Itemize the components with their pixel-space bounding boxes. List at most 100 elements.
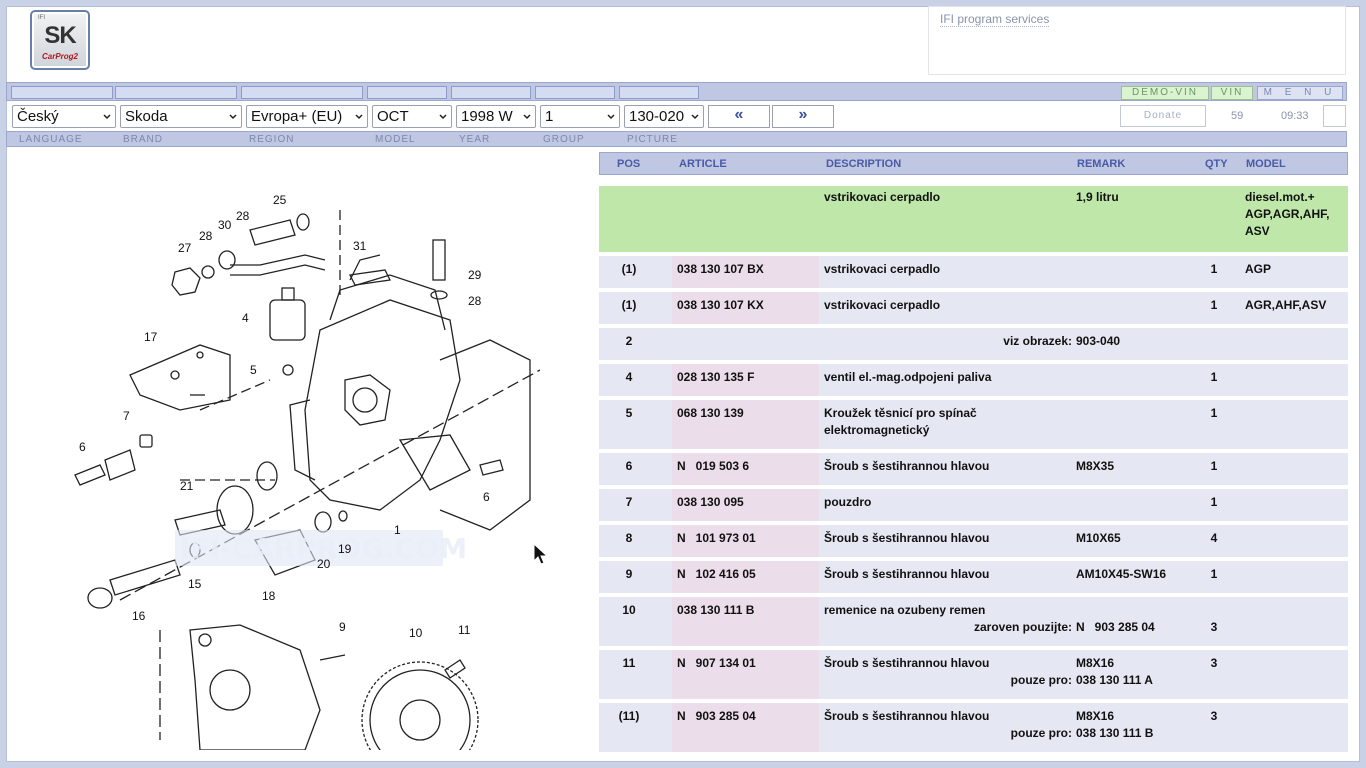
table-row[interactable]: 9 N 102 416 05 Šroub s šestihrannou hlav… [599,561,1348,593]
clock-value: 09:33 [1281,110,1309,122]
row-article[interactable]: N 019 503 6 [677,459,750,473]
row-pos: 9 [625,567,633,581]
table-row[interactable]: (11) N 903 285 04 Šroub s šestihrannou h… [599,703,1348,752]
row-remark-secondary[interactable]: 038 130 111 A [1076,673,1153,687]
table-row[interactable]: 4 028 130 135 F ventil el.-mag.odpojeni … [599,364,1348,396]
demo-vin-button[interactable]: DEMO-VIN [1121,86,1209,100]
callout-label: 18 [262,589,276,603]
parts-table-header: POS ARTICLE DESCRIPTION REMARK QTY MODEL [599,152,1348,175]
table-row[interactable]: 6 N 019 503 6 Šroub s šestihrannou hlavo… [599,453,1348,485]
row-article[interactable]: 038 130 111 B [677,603,755,617]
col-header-description: DESCRIPTION [826,158,902,170]
callout-label: 21 [180,479,194,493]
top-toolbar: DEMO-VIN VIN M E N U [6,82,1347,101]
chevron-down-icon [439,114,447,120]
table-row[interactable]: 11 N 907 134 01 Šroub s šestihrannou hla… [599,650,1348,699]
row-description: vstrikovaci cerpadlo [824,298,941,312]
row-qty: 1 [1210,567,1218,581]
table-group-header-row[interactable]: vstrikovaci cerpadlo 1,9 litru diesel.mo… [599,186,1348,252]
row-pos: 7 [625,495,633,509]
toolbar-slot-picture[interactable] [619,86,699,99]
group-model: diesel.mot.+ AGP,AGR,AHF, ASV [1245,190,1330,238]
callout-label: 1 [394,523,401,537]
options-square-button[interactable] [1323,105,1346,127]
row-description: pouzdro [824,495,872,509]
toolbar-slot-region[interactable] [241,86,363,99]
row-description: ventil el.-mag.odpojeni paliva [824,370,992,384]
row-description: Šroub s šestihrannou hlavou [824,567,990,581]
row-qty: 3 [1210,620,1218,634]
chevron-down-icon [523,114,531,120]
row-pos: (1) [621,262,637,276]
callout-label: 28 [199,229,213,243]
counter-value: 59 [1231,110,1244,122]
row-article[interactable]: 068 130 139 [677,406,744,420]
row-pos: 6 [625,459,633,473]
app-logo[interactable]: IFI SK CarProg2 [30,10,90,70]
row-qty: 3 [1210,709,1218,723]
table-row[interactable]: (1) 038 130 107 BX vstrikovaci cerpadlo … [599,256,1348,288]
toolbar-slot-group[interactable] [535,86,615,99]
row-article[interactable]: N 101 973 01 [677,531,756,545]
row-description: Šroub s šestihrannou hlavou [824,531,990,545]
callout-label: 28 [236,209,250,223]
toolbar-slot-brand[interactable] [115,86,237,99]
table-row[interactable]: (1) 038 130 107 KX vstrikovaci cerpadlo … [599,292,1348,324]
row-qty: 1 [1210,495,1218,509]
row-pos: 11 [622,656,636,670]
table-row[interactable]: 10 038 130 111 B remenice na ozubeny rem… [599,597,1348,646]
toolbar-slot-year[interactable] [451,86,531,99]
row-remark[interactable]: 903-040 [1076,334,1121,348]
row-article[interactable]: 038 130 107 KX [677,298,764,312]
model-select[interactable]: OCT [372,105,452,128]
row-pos: (11) [618,709,640,723]
label-region: REGION [249,134,295,145]
table-row[interactable]: 7 038 130 095 pouzdro 1 [599,489,1348,521]
callout-label: 27 [178,241,192,255]
row-description: Šroub s šestihrannou hlavou [824,656,990,670]
article-cell-bg [672,453,819,485]
brand-select[interactable]: Skoda [120,105,242,128]
parts-diagram[interactable]: IFI-CARPROG.COM 25 27 28 30 28 31 29 28 … [60,180,540,750]
vin-button[interactable]: VIN [1211,86,1253,100]
picture-select[interactable]: 130-020 [624,105,704,128]
region-select[interactable]: Evropa+ (EU) [246,105,368,128]
group-select[interactable]: 1 [540,105,620,128]
language-select[interactable]: Český [12,105,116,128]
year-select[interactable]: 1998 W [456,105,536,128]
row-article[interactable]: 038 130 095 [677,495,744,509]
row-article[interactable]: N 907 134 01 [677,656,756,670]
row-description: vstrikovaci cerpadlo [824,262,941,276]
callout-label: 4 [242,311,249,325]
table-row[interactable]: 2 viz obrazek: 903-040 [599,328,1348,360]
row-remark-secondary[interactable]: 038 130 111 B [1076,726,1154,740]
callout-label: 31 [353,239,367,253]
table-row[interactable]: 5 068 130 139 Kroužek těsnicí pro spínač… [599,400,1348,449]
label-group: GROUP [543,134,585,145]
callout-label: 7 [123,409,130,423]
col-header-remark: REMARK [1077,158,1126,170]
toolbar-slot-language[interactable] [11,86,113,99]
services-link[interactable]: IFI program services [940,12,1050,27]
row-article[interactable]: 028 130 135 F [677,370,755,384]
donate-button[interactable]: Donate [1120,105,1206,127]
row-remark[interactable]: N 903 285 04 [1076,620,1155,634]
prev-picture-button[interactable]: « [708,105,770,128]
article-cell-bg [672,364,819,396]
row-article[interactable]: N 903 285 04 [677,709,756,723]
row-article[interactable]: 038 130 107 BX [677,262,764,276]
col-header-model: MODEL [1246,158,1286,170]
row-remark-label: zaroven pouzijte: [973,620,1072,634]
table-row[interactable]: 8 N 101 973 01 Šroub s šestihrannou hlav… [599,525,1348,557]
row-pos: (1) [621,298,637,312]
next-picture-button[interactable]: » [772,105,834,128]
row-article[interactable]: N 102 416 05 [677,567,756,581]
chevron-down-icon [691,114,699,120]
selector-labels-bar: LANGUAGE BRAND REGION MODEL YEAR GROUP P… [6,131,1347,147]
toolbar-slot-model[interactable] [367,86,447,99]
row-description: Šroub s šestihrannou hlavou [824,459,990,473]
menu-button[interactable]: M E N U [1257,86,1343,100]
chevron-down-icon [355,114,363,120]
col-header-article: ARTICLE [679,158,727,170]
brand-select-value: Skoda [125,108,168,125]
